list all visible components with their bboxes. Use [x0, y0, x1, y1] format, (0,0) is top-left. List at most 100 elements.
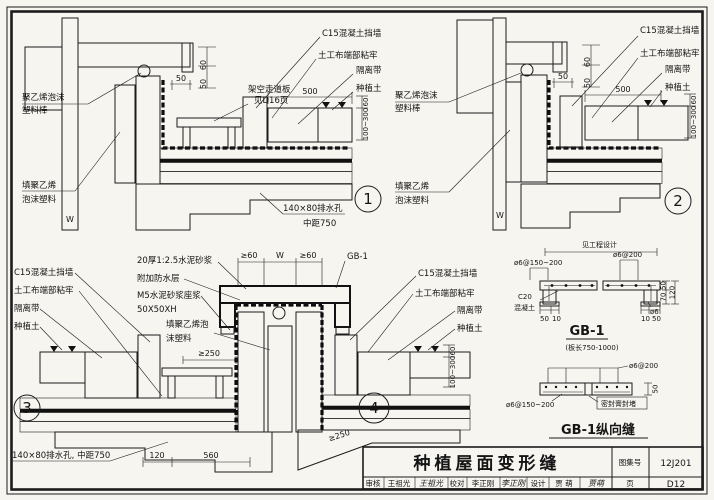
- foam-rod: [520, 63, 534, 77]
- gb1-foot-dims: [539, 280, 679, 314]
- dim-100-300: 100~300: [449, 356, 457, 389]
- atlas-number: 12J201: [660, 459, 691, 469]
- dim-60b: 60: [690, 96, 698, 105]
- sheet-border: [6, 6, 708, 495]
- label-geotextile: 土工布端部粘牢: [640, 48, 700, 59]
- gravel-strip: [584, 105, 639, 141]
- joint-foam-filler: [267, 325, 293, 433]
- label-isolation-left: 隔离带: [14, 303, 40, 314]
- label-drainhole-line2: 中距750: [303, 218, 336, 229]
- wall-strip: [61, 17, 79, 231]
- review-signature: 王祖光: [419, 479, 444, 488]
- dim-ge60-right: ≥60: [300, 251, 317, 260]
- planting-soil-right: [409, 351, 471, 379]
- screed-layer: [159, 162, 353, 172]
- gravel-strip-left: [84, 351, 138, 399]
- screed-layer-left: [19, 412, 237, 422]
- gravel-strip-right: [357, 351, 411, 396]
- detail-2-bubble: [664, 187, 692, 215]
- dim-50-right: 50: [652, 315, 661, 323]
- page-label: 页: [626, 479, 634, 488]
- dim-60b: 60: [362, 98, 370, 107]
- dim-120-v: 120: [669, 286, 677, 299]
- label-fill-foam-line1: 填聚乙烯: [395, 181, 430, 192]
- label-soil-left: 种植土: [14, 321, 40, 332]
- mortar-pad-right: [335, 326, 350, 335]
- joint-upstand-left: [237, 311, 265, 433]
- gb1-cap-leg-right: [334, 302, 351, 328]
- dim-50-left: 50: [540, 315, 549, 323]
- gb1-caption: GB-1: [569, 324, 604, 339]
- gb1-rebar-leaders: [529, 259, 652, 308]
- detail-1: 60 50 50 500 60 100~300 聚乙烯泡沫 塑料棒 填聚乙烯 泡…: [22, 17, 382, 231]
- gb1-cap-leg-left: [219, 302, 236, 328]
- label-c15-wall: C15混凝土挡墙: [640, 25, 700, 36]
- soil-level-marks-left: [50, 346, 76, 352]
- label-walkway-line1: 架空走道板: [248, 84, 291, 95]
- screed-layer-right: [321, 409, 471, 419]
- slab-left: [539, 382, 586, 396]
- detail-3-number: 3: [22, 399, 32, 417]
- material-concrete: 混凝土: [514, 303, 535, 312]
- label-c15-left: C15混凝土挡墙: [14, 267, 74, 278]
- soil-level-marks: [322, 102, 346, 108]
- membrane-loop: [272, 306, 286, 320]
- gb1-cap-slab: [219, 285, 351, 304]
- foam-rod: [137, 64, 151, 78]
- detail-1-number: 1: [363, 190, 373, 208]
- gb1-rebar: [544, 284, 656, 301]
- label-geotextile: 土工布端部粘牢: [318, 50, 378, 61]
- detail-4-number: 4: [369, 399, 379, 417]
- label-w: W: [66, 215, 74, 224]
- gb1-foot-left: [539, 301, 560, 307]
- dim-50h: 50: [176, 74, 186, 83]
- dim-50: 50: [583, 78, 592, 88]
- dim-see-design: 见工程设计: [582, 240, 617, 249]
- label-fill-foam-line1: 填聚乙烯: [22, 180, 57, 191]
- gb1-long-caption: GB-1纵向缝: [561, 422, 635, 438]
- sheet-title: 种植屋面变形缝: [413, 453, 561, 474]
- soil-level-marks: [644, 100, 668, 106]
- label-geotextile-right: 土工布端部粘牢: [415, 288, 475, 299]
- detail-4-bubble: [358, 392, 390, 424]
- gb1-flange-right: [602, 280, 661, 291]
- atlas-label: 图集号: [619, 457, 642, 467]
- d34-cap-dims: [12, 258, 455, 467]
- gb1-span-dim: [544, 248, 658, 256]
- roof-slab: [135, 183, 353, 231]
- c15-curb: [559, 95, 583, 148]
- detail-3-4: ≥60 W ≥60 GB-1 ≥250 60 100~300 C15混凝土挡墙 …: [12, 251, 483, 473]
- label-fill-foam-line2: 泡沫塑料: [22, 194, 57, 205]
- detail-2: 60 50 50 500 60 100~300 聚乙烯泡沫 塑料棒 填聚乙烯 泡…: [395, 17, 700, 231]
- dim-10-right: 10: [641, 315, 650, 323]
- dim-50: 50: [652, 385, 660, 394]
- dim-500: 500: [302, 87, 317, 96]
- dim-50h: 50: [558, 72, 568, 81]
- beam-edge: [181, 42, 194, 73]
- title-block: 种植屋面变形缝 图集号 12J201 审核 王祖光 王祖光 校对 李正刚 李正刚…: [362, 446, 704, 490]
- detail-1-bubble: [354, 185, 382, 213]
- label-soil: 种植土: [665, 82, 691, 93]
- label-fill-foam-line2: 泡沫塑料: [395, 195, 430, 206]
- rebar-bottom-label: ø6@150~200: [506, 401, 554, 409]
- d34-right-leaders: [349, 275, 456, 361]
- check-signature: 李正刚: [501, 479, 527, 488]
- gb1-leg-left: [542, 289, 557, 305]
- d1-dims: [170, 46, 368, 141]
- review-name: 王祖光: [388, 478, 411, 488]
- dim-120: 120: [149, 451, 164, 460]
- walkway-slab: [161, 367, 233, 377]
- label-soil: 种植土: [356, 83, 382, 94]
- dim-500: 500: [615, 85, 630, 94]
- roof-slab: [520, 183, 661, 229]
- label-isolation: 隔离带: [665, 64, 691, 75]
- label-geotextile-left: 土工布端部粘牢: [14, 285, 74, 296]
- drainage-board-right: [321, 394, 471, 407]
- parapet-beam: [505, 41, 563, 65]
- gb1-longitudinal-detail: ø6@200 ø6@150~200 密封膏封堵 50 GB-1纵向缝: [506, 362, 660, 439]
- planting-soil: [317, 107, 353, 143]
- design-label: 设计: [531, 478, 546, 488]
- check-name: 李正刚: [472, 478, 495, 488]
- label-c15-wall: C15混凝土挡墙: [322, 28, 382, 39]
